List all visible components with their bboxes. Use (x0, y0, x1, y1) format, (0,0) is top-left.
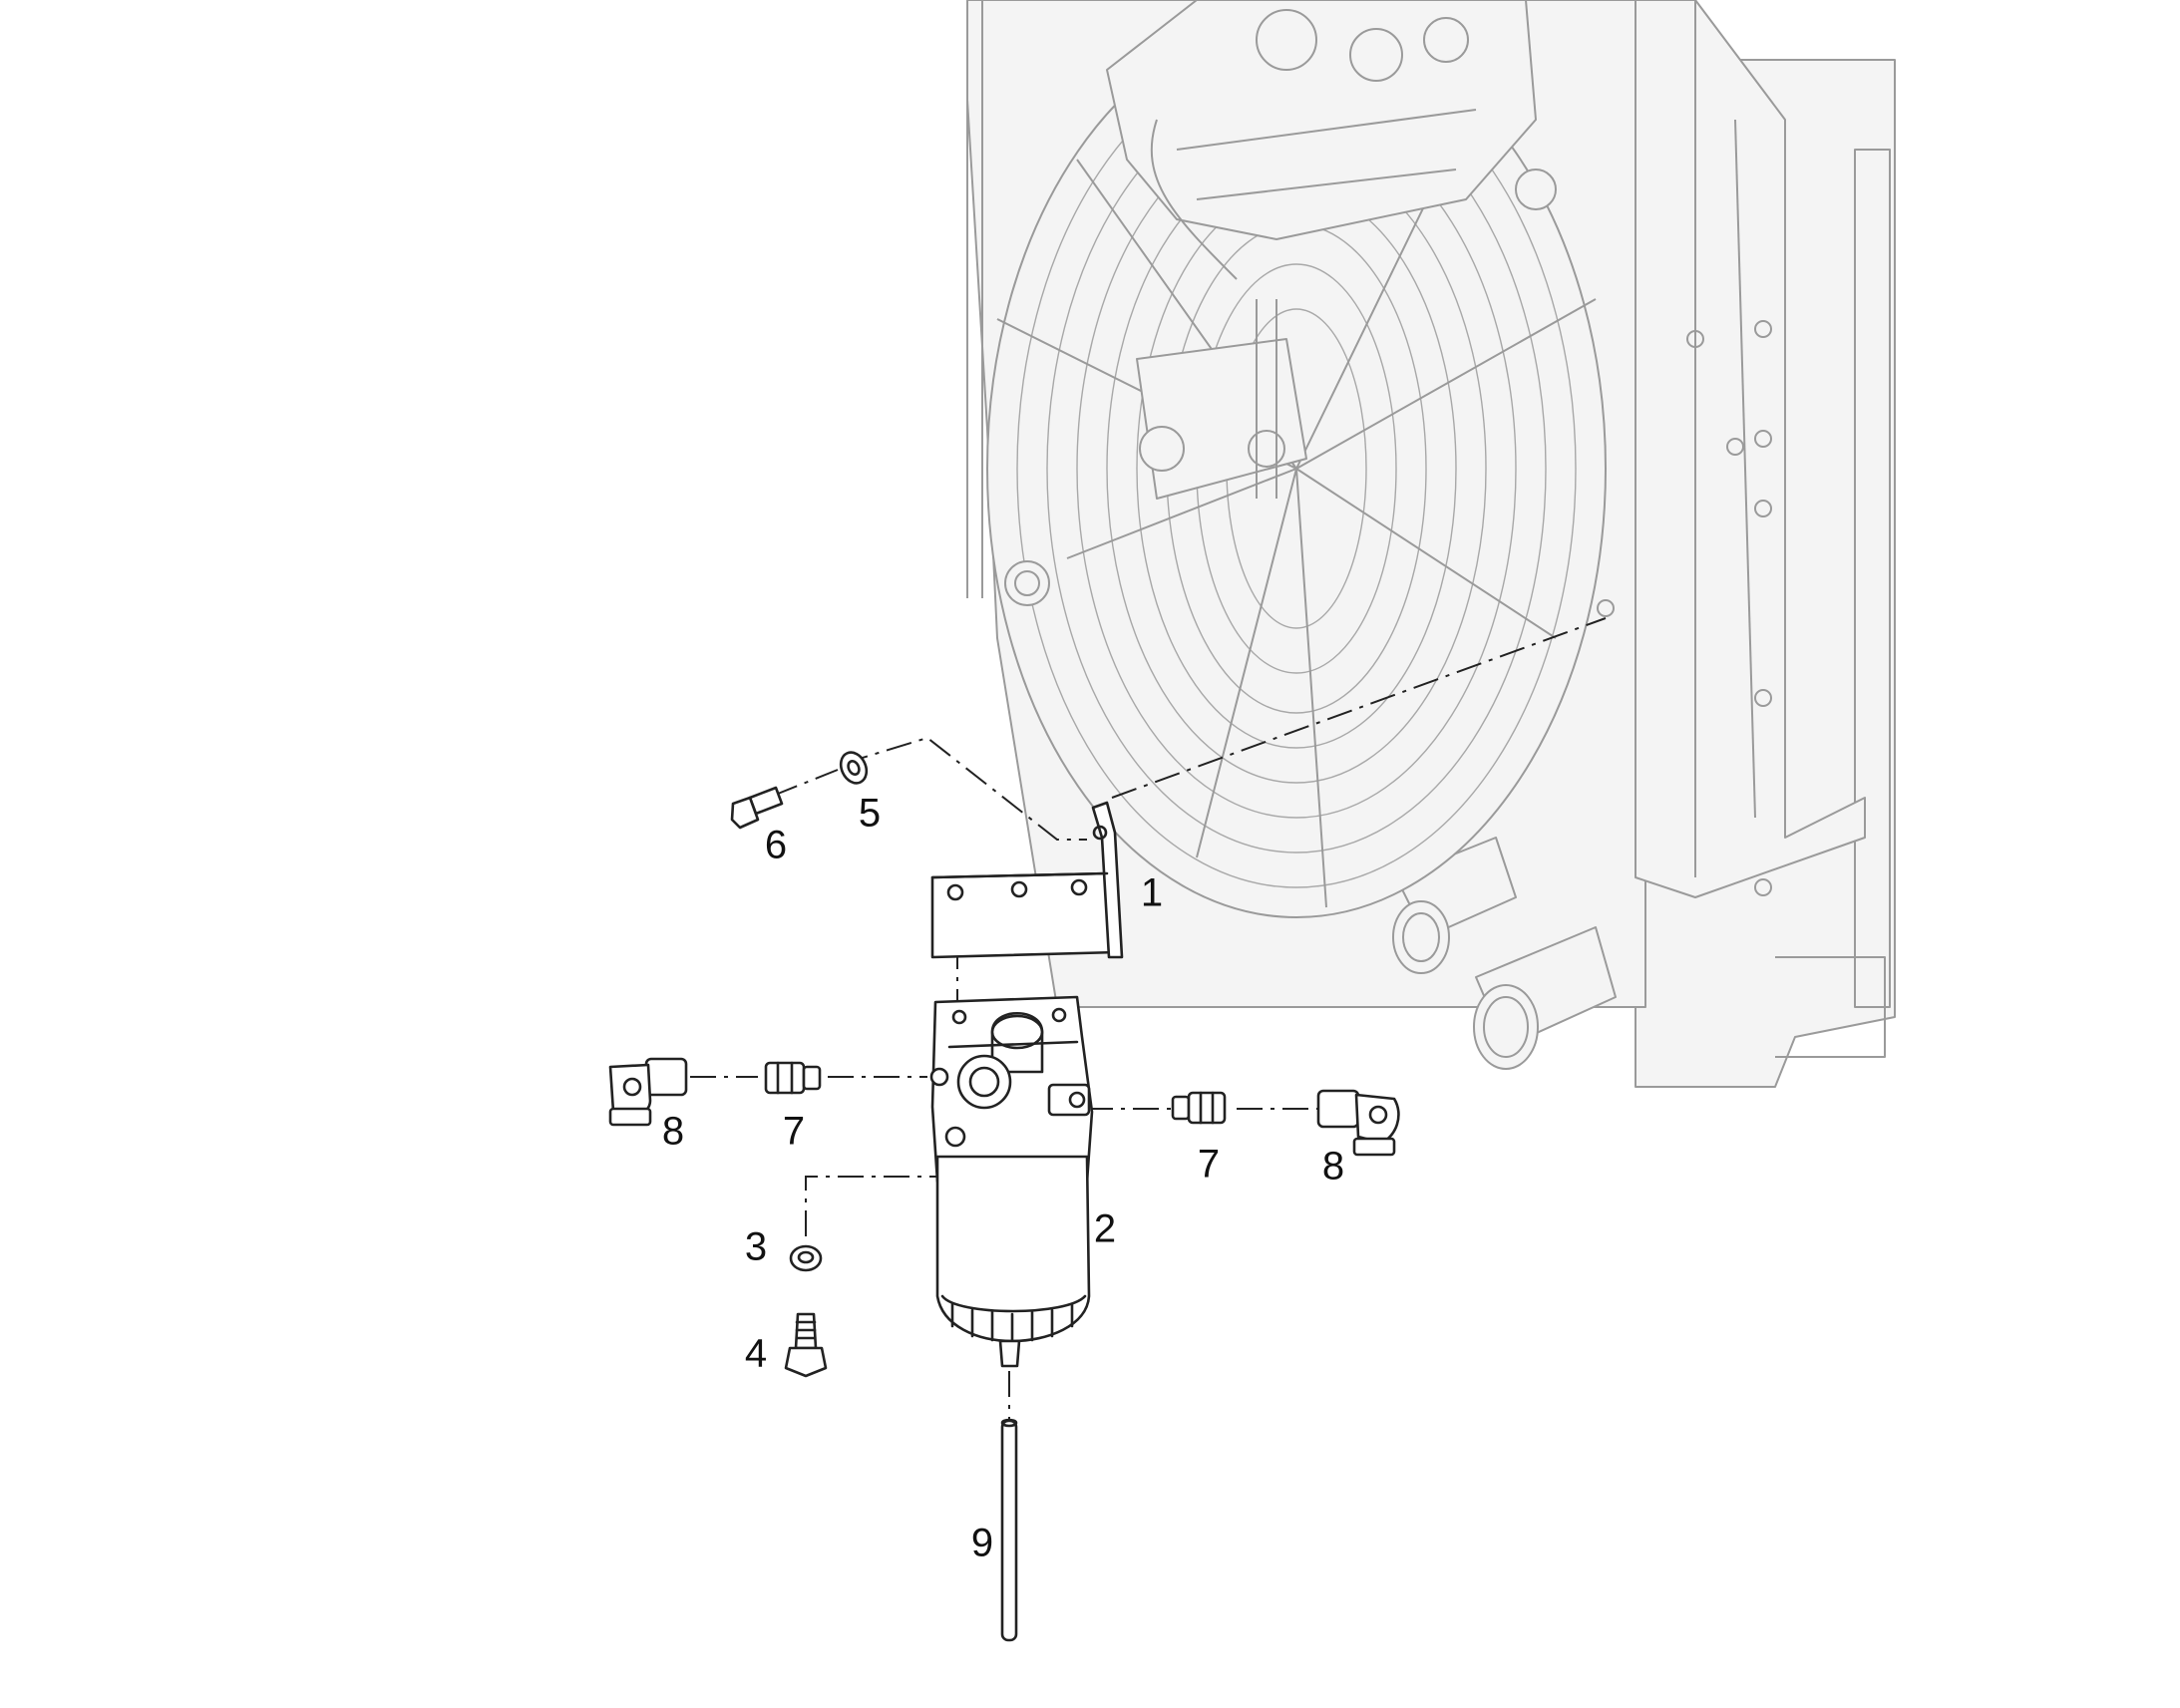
callout-3: 3 (745, 1225, 767, 1269)
callout-7-right: 7 (1198, 1143, 1220, 1187)
callout-2: 2 (1094, 1207, 1116, 1251)
part-straight-adapter-right (1171, 1091, 1227, 1125)
frame-tube (966, 0, 983, 598)
part-sealing-washer (789, 1244, 823, 1272)
part-drain-tube (1000, 1418, 1018, 1642)
callout-9: 9 (971, 1522, 993, 1565)
side-rail (1635, 0, 1866, 898)
part-hex-bolt-lower (784, 1312, 828, 1378)
frame-boss (1004, 560, 1050, 606)
part-mounting-bracket (930, 801, 1124, 959)
callout-labels: 1 2 3 4 5 6 7 7 8 8 9 (662, 792, 1344, 1565)
callout-5: 5 (859, 792, 881, 836)
cooling-package-assembly (966, 0, 1896, 1088)
leader-bolt-to-washer (772, 769, 839, 797)
part-fuel-filter (929, 995, 1094, 1368)
callout-4: 4 (745, 1332, 767, 1376)
part-straight-adapter-left (764, 1061, 822, 1095)
part-elbow-fitting-right (1316, 1089, 1400, 1157)
callout-8-left: 8 (662, 1110, 684, 1154)
radiator-hoses (1392, 837, 1617, 1070)
expansion-tank (1106, 0, 1537, 280)
leader-bracket-to-frame (1111, 617, 1607, 799)
part-elbow-fitting-left (608, 1057, 688, 1127)
radiator-right-tank (1854, 149, 1891, 1008)
part-hex-bolt-upper (730, 786, 784, 830)
leader-lower-fasteners (805, 1176, 955, 1241)
callout-8-right: 8 (1322, 1145, 1344, 1189)
part-washer-upper (839, 751, 869, 785)
fan-drive-motor (1136, 299, 1307, 500)
callout-7-left: 7 (783, 1110, 805, 1154)
callout-1: 1 (1141, 871, 1163, 915)
rail-bolts (1686, 320, 1772, 896)
callout-6: 6 (765, 824, 787, 867)
